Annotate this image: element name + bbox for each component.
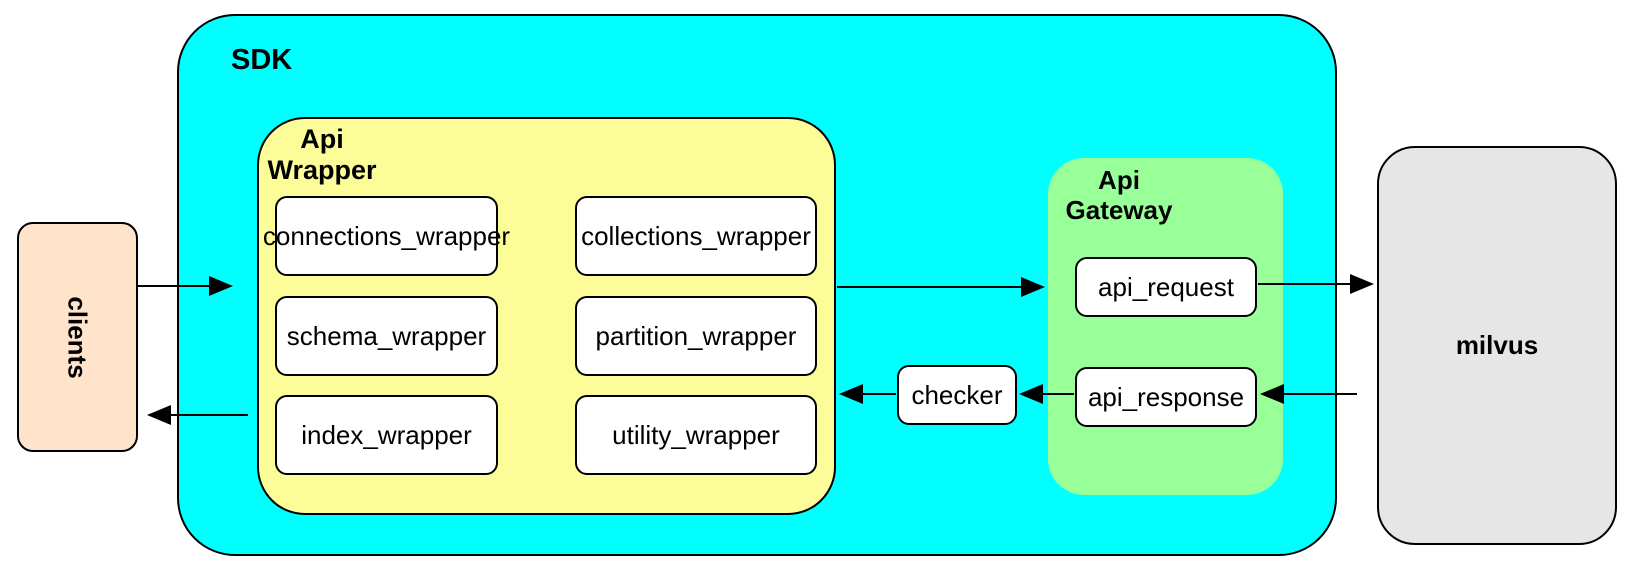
api-gateway-container: Api Gateway [1048, 158, 1283, 495]
api-gateway-title-line1: Api [1098, 165, 1140, 195]
api-gateway-title: Api Gateway [1058, 165, 1180, 225]
partition-wrapper-node: partition_wrapper [575, 296, 817, 376]
api-gateway-title-line2: Gateway [1065, 195, 1173, 225]
api-wrapper-title-line1: Api [300, 124, 344, 154]
clients-node: clients [17, 222, 138, 452]
api-wrapper-title: Api Wrapper [261, 124, 383, 186]
connections-wrapper-node: connections_wrapper [263, 196, 510, 276]
milvus-node: milvus [1377, 146, 1617, 545]
api-wrapper-title-line2: Wrapper [267, 155, 377, 185]
index-wrapper-node: index_wrapper [275, 395, 498, 475]
clients-label: clients [63, 295, 93, 379]
collections-wrapper-node: collections_wrapper [575, 196, 817, 276]
milvus-label: milvus [1455, 330, 1539, 360]
utility-wrapper-node: utility_wrapper [575, 395, 817, 475]
checker-node: checker [897, 365, 1017, 425]
api-response-node: api_response [1075, 367, 1257, 427]
sdk-label: SDK [231, 44, 293, 76]
api-request-node: api_request [1075, 257, 1257, 317]
schema-wrapper-node: schema_wrapper [275, 296, 498, 376]
